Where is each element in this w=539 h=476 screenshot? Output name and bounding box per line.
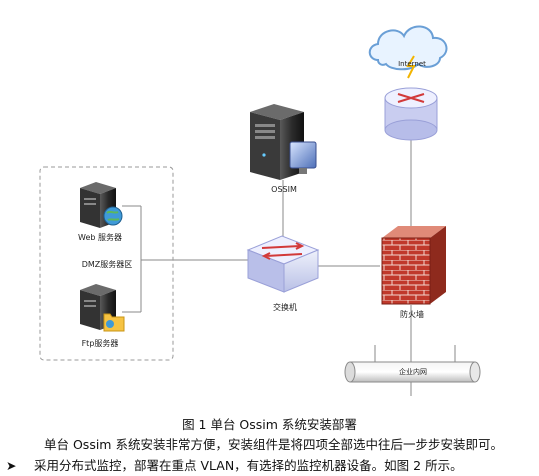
web-server-icon [80,182,123,228]
firewall-label: 防火墙 [400,310,424,319]
firewall-icon [381,226,446,305]
switch-icon [246,235,320,293]
web-server-label: Web 服务器 [78,233,122,242]
bullet-text: 采用分布式监控，部署在重点 VLAN，有选择的监控机器设备。如图 2 所示。 [34,458,463,473]
intranet-label: 企业内网 [399,368,427,376]
network-diagram: Internet OSSIM Web 服务器 DMZ服务器区 Ftp服务器 交换… [39,25,481,396]
ftp-server-icon [80,284,125,332]
connection-lines [122,140,456,396]
bullet-marker: ➤ [6,458,17,473]
internet-label: Internet [398,60,426,68]
body-paragraph: 单台 Ossim 系统安装非常方便，安装组件是将四项全部选中往后一步步安装即可。 [44,437,503,452]
dmz-label: DMZ服务器区 [81,260,133,269]
cloud-icon [368,25,448,79]
ossim-label: OSSIM [271,185,297,194]
ftp-server-label: Ftp服务器 [81,339,119,348]
router-icon [384,87,438,141]
ossim-server-icon [250,104,317,180]
figure-caption: 图 1 单台 Ossim 系统安装部署 [182,417,357,432]
switch-label: 交换机 [273,303,297,312]
bullet-item: ➤ 采用分布式监控，部署在重点 VLAN，有选择的监控机器设备。如图 2 所示。 [6,455,463,474]
intranet-pipe [344,361,481,383]
